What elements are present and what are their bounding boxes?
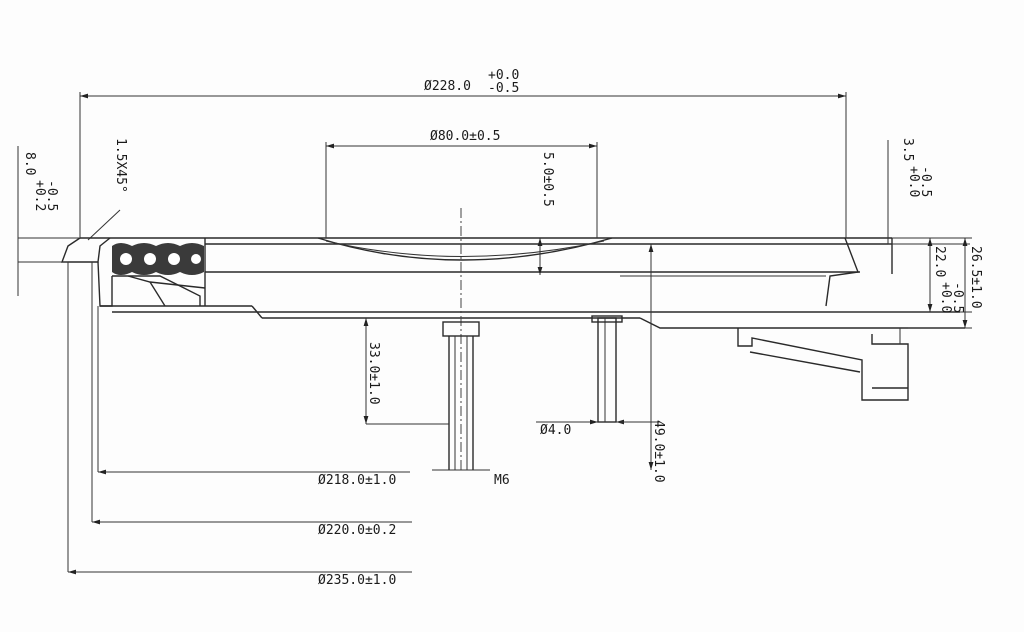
side-bracket bbox=[737, 328, 909, 401]
dim-h35: 3.5 bbox=[900, 138, 915, 161]
dim-h8: 8.0 bbox=[22, 152, 37, 175]
dim-m6: M6 bbox=[494, 473, 510, 488]
center-bolt bbox=[442, 208, 480, 470]
dim-h22-lower: -0.5 bbox=[950, 282, 965, 313]
dim-d228: Ø228.0 bbox=[424, 79, 471, 94]
dimension-lines bbox=[17, 92, 972, 575]
gasket-section bbox=[112, 243, 204, 275]
locating-pin bbox=[591, 315, 623, 423]
dim-h265: 26.5±1.0 bbox=[968, 246, 983, 309]
dim-h22: 22.0 bbox=[932, 246, 947, 277]
dim-d4: Ø4.0 bbox=[540, 423, 571, 438]
dim-d235: Ø235.0±1.0 bbox=[318, 573, 396, 588]
dim-h8-lower: -0.5 bbox=[44, 180, 59, 211]
dim-h49: 49.0±1.0 bbox=[651, 420, 666, 483]
burner-body bbox=[60, 237, 965, 329]
dim-d220: Ø220.0±0.2 bbox=[318, 523, 396, 538]
dim-chamfer: 1.5X45° bbox=[113, 138, 128, 193]
dim-depth5: 5.0±0.5 bbox=[540, 152, 555, 207]
dim-d218: Ø218.0±1.0 bbox=[318, 473, 396, 488]
dim-h35-upper: +0.0 bbox=[906, 166, 921, 197]
dimension-labels: Ø228.0 +0.0 -0.5 Ø80.0±0.5 1.5X45° 8.0 +… bbox=[22, 68, 983, 588]
dim-d228-lower: -0.5 bbox=[488, 81, 519, 96]
dim-d80: Ø80.0±0.5 bbox=[430, 129, 500, 144]
dim-d228-upper: +0.0 bbox=[488, 68, 519, 83]
dim-h8-upper: +0.2 bbox=[32, 180, 47, 211]
dim-h35-lower: -0.5 bbox=[918, 166, 933, 197]
dim-h33: 33.0±1.0 bbox=[366, 342, 381, 405]
dim-h22-upper: +0.0 bbox=[938, 282, 953, 313]
